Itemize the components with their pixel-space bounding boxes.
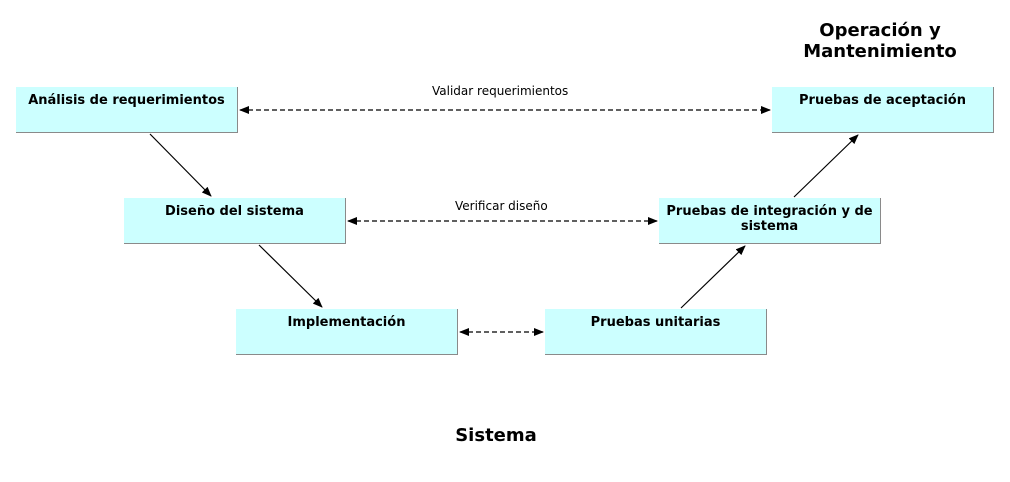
unit-testing-box: Pruebas unitarias [545, 309, 767, 355]
arrow-design-to-implementation [258, 244, 323, 308]
integration-testing-box: Pruebas de integración y de sistema [659, 198, 881, 244]
arrow-unit-to-integration [680, 245, 746, 309]
arrow-analysis-to-design [149, 133, 212, 197]
validate-requirements-label: Validar requerimientos [432, 84, 569, 98]
system-title: Sistema [455, 425, 537, 446]
maintenance-title: Operación y Mantenimiento [803, 20, 957, 62]
arrow-integration-to-acceptance [793, 134, 859, 198]
verify-design-label: Verificar diseño [455, 199, 548, 213]
implementation-box: Implementación [236, 309, 458, 355]
system-design-box: Diseño del sistema [124, 198, 346, 244]
acceptance-testing-box: Pruebas de aceptación [772, 87, 994, 133]
requirements-analysis-box: Análisis de requerimientos [16, 87, 238, 133]
